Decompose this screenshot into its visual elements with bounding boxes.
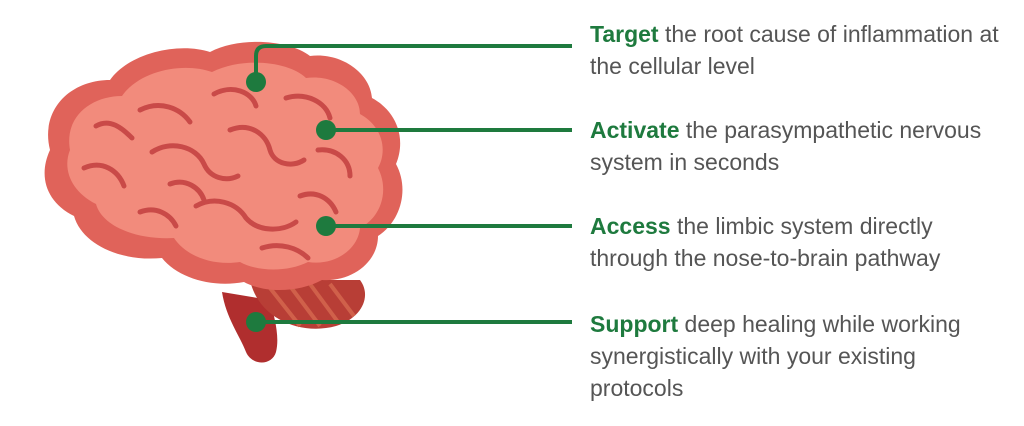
callout-text: the limbic system directly through the n…	[590, 213, 941, 271]
connector-lines	[254, 44, 572, 324]
callout-keyword: Access	[590, 213, 671, 239]
dot-activate	[316, 120, 336, 140]
callout-text: deep healing while working synergistical…	[590, 311, 961, 401]
callout-support: Support deep healing while working syner…	[590, 308, 1010, 404]
callout-keyword: Activate	[590, 117, 680, 143]
callout-target: Target the root cause of inflammation at…	[590, 18, 1010, 82]
callout-activate: Activate the parasympathetic nervous sys…	[590, 114, 1010, 178]
connector-target	[254, 44, 572, 82]
dot-target	[246, 72, 266, 92]
callout-keyword: Target	[590, 21, 659, 47]
dot-support	[246, 312, 266, 332]
cerebellum-stripes	[268, 282, 356, 328]
callout-text: the parasympathetic nervous system in se…	[590, 117, 982, 175]
callout-text: the root cause of inflammation at the ce…	[590, 21, 999, 79]
dot-access	[316, 216, 336, 236]
brain-folds	[81, 87, 353, 261]
callout-access: Access the limbic system directly throug…	[590, 210, 1010, 274]
brain-hemisphere	[67, 62, 384, 270]
callout-keyword: Support	[590, 311, 679, 337]
connector-dots	[246, 72, 336, 332]
